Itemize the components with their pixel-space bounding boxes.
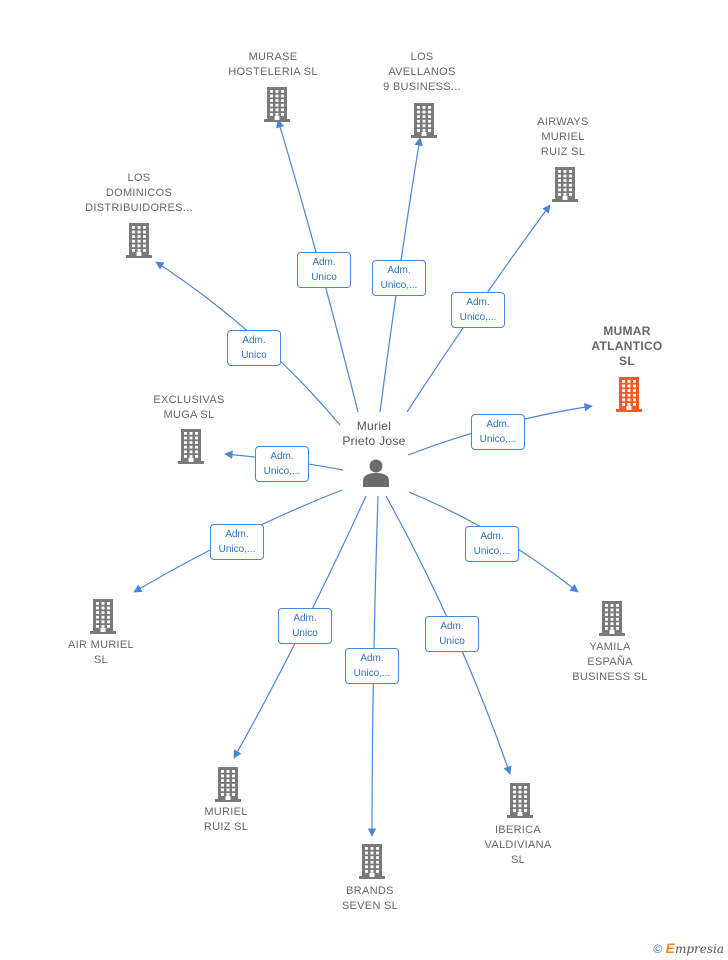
building-icon[interactable] <box>614 376 644 412</box>
company-name-iberica[interactable]: IBERICA VALDIVIANA SL <box>484 824 552 866</box>
company-name-murase[interactable]: MURASE HOSTELERIA SL <box>228 51 318 78</box>
role-label-airways[interactable]: Adm. Unico,... <box>451 292 505 328</box>
role-label-murase[interactable]: Adm. Unico <box>297 252 351 288</box>
building-icon[interactable] <box>550 166 580 202</box>
copyright-icon: © <box>653 942 663 956</box>
role-label-exclusivas[interactable]: Adm. Unico,... <box>255 446 309 482</box>
role-label-murielruiz[interactable]: Adm. Unico <box>278 608 332 644</box>
role-label-iberica[interactable]: Adm. Unico <box>425 616 479 652</box>
company-name-dominicos[interactable]: LOS DOMINICOS DISTRIBUIDORES... <box>85 172 193 214</box>
role-label-yamila[interactable]: Adm. Unico,... <box>465 526 519 562</box>
person-icon[interactable] <box>361 457 391 487</box>
role-label-dominicos[interactable]: Adm. Unico <box>227 330 281 366</box>
role-label-airmuriel[interactable]: Adm. Unico,... <box>210 524 264 560</box>
building-icon[interactable] <box>409 102 439 138</box>
company-name-avellanos[interactable]: LOS AVELLANOS 9 BUSINESS... <box>383 51 461 93</box>
brand-logo-initial: E <box>665 940 675 956</box>
building-icon[interactable] <box>505 782 535 818</box>
person-name[interactable]: Muriel Prieto Jose <box>342 419 406 448</box>
company-name-airmuriel[interactable]: AIR MURIEL SL <box>68 639 134 666</box>
copyright-footer: © Empresia <box>653 940 724 956</box>
role-label-brands[interactable]: Adm. Unico,... <box>345 648 399 684</box>
building-icon[interactable] <box>213 766 243 802</box>
building-icon[interactable] <box>262 86 292 122</box>
building-icon[interactable] <box>597 600 627 636</box>
role-label-mumar[interactable]: Adm. Unico,... <box>471 414 525 450</box>
company-name-brands[interactable]: BRANDS SEVEN SL <box>341 885 399 912</box>
company-name-yamila[interactable]: YAMILA ESPAÑA BUSINESS SL <box>572 641 648 683</box>
building-icon[interactable] <box>357 843 387 879</box>
company-name-exclusivas[interactable]: EXCLUSIVAS MUGA SL <box>153 394 225 421</box>
company-name-murielruiz[interactable]: MURIEL RUIZ SL <box>203 806 249 833</box>
brand-logo-text: mpresia <box>674 942 724 956</box>
company-name-mumar[interactable]: MUMAR ATLANTICO SL <box>591 324 663 368</box>
building-icon[interactable] <box>88 598 118 634</box>
role-label-avellanos[interactable]: Adm. Unico,... <box>372 260 426 296</box>
building-icon[interactable] <box>176 428 206 464</box>
building-icon[interactable] <box>124 222 154 258</box>
company-name-airways[interactable]: AIRWAYS MURIEL RUIZ SL <box>537 116 589 158</box>
